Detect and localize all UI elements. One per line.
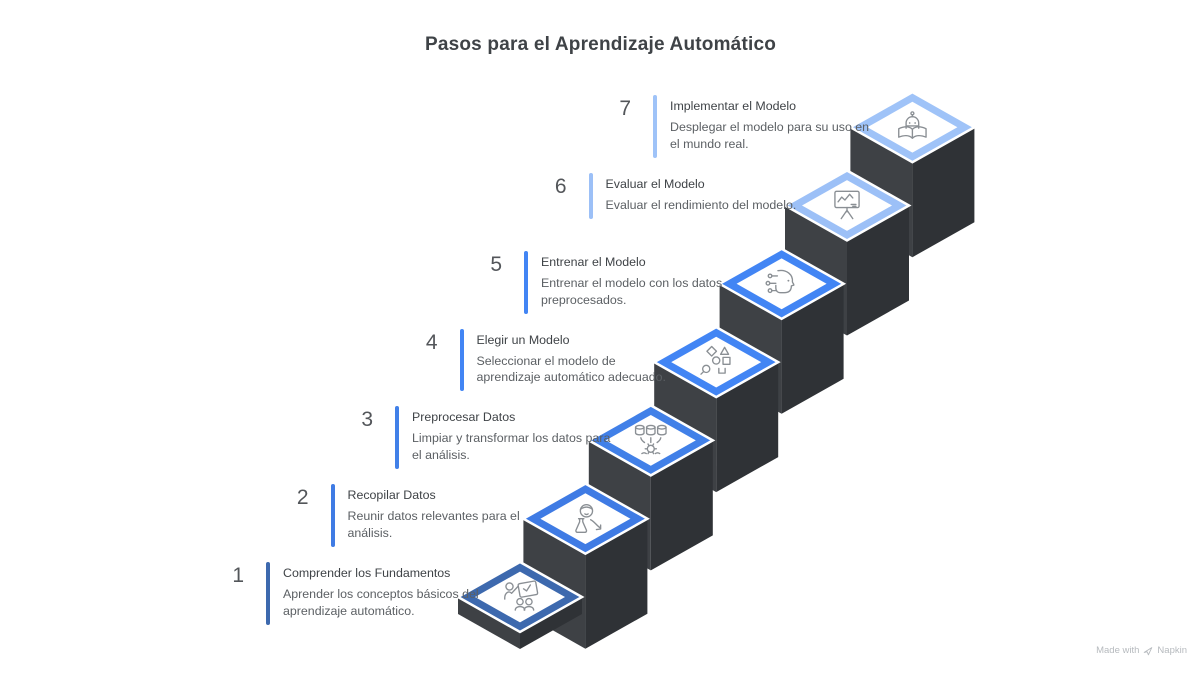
napkin-brand-label: Napkin	[1157, 645, 1187, 656]
step-description: Evaluar el rendimiento del modelo.	[605, 198, 797, 212]
step-tile-face	[867, 101, 958, 153]
step-block-6	[782, 169, 912, 336]
step-title: Preprocesar Datos	[412, 410, 516, 425]
step-accent-bar	[524, 250, 528, 314]
step-description: Reunir datos relevantes para el análisis…	[347, 509, 520, 541]
step-number: 4	[425, 330, 438, 354]
step-block-right-face	[520, 597, 582, 649]
step-block-right-face	[716, 362, 779, 493]
step-accent-bar	[330, 484, 335, 547]
step-block-right-face	[781, 283, 844, 414]
chart-board-icon	[834, 190, 860, 220]
robot-book-icon	[898, 111, 927, 139]
step-tile-face	[736, 258, 827, 310]
researcher-flask-icon	[575, 504, 602, 534]
step-title: Evaluar el Modelo	[605, 177, 705, 191]
step-number: 2	[296, 486, 309, 510]
step-block-right-face	[912, 127, 975, 258]
step-title: Elegir un Modelo	[476, 332, 570, 347]
step-description: Entrenar el modelo con los datos preproc…	[541, 275, 723, 307]
step-accent-bar	[395, 406, 399, 470]
step-accent-bar	[459, 328, 464, 392]
step-accent-bar	[653, 95, 657, 158]
step-description: Seleccionar el modelo de aprendizaje aut…	[476, 353, 666, 385]
step-block-1	[455, 560, 585, 649]
model-shapes-icon	[700, 345, 731, 375]
step-description: Aprender los conceptos básicos del apren…	[283, 587, 479, 618]
step-number: 1	[232, 564, 244, 587]
data-preprocessing-icon	[634, 424, 667, 455]
step-description: Desplegar el modelo para su uso en el mu…	[670, 120, 870, 152]
step-accent-bar	[588, 173, 593, 219]
step-block-right-face	[847, 205, 909, 336]
diagram-title: Pasos para el Aprendizaje Automático	[424, 34, 777, 55]
step-number: 7	[619, 97, 631, 121]
step-title: Comprender los Fundamentos	[283, 566, 451, 580]
ai-head-icon	[765, 269, 795, 294]
step-number: 6	[554, 175, 567, 198]
step-block-right-face	[650, 440, 713, 571]
step-block-left-face	[458, 597, 520, 649]
napkin-logo-icon	[1144, 646, 1153, 655]
step-number: 3	[361, 408, 373, 432]
step-accent-bar	[266, 562, 270, 625]
step-title: Implementar el Modelo	[670, 99, 797, 114]
step-title: Recopilar Datos	[347, 488, 436, 503]
step-block-right-face	[585, 518, 648, 649]
step-tile-face	[802, 180, 892, 231]
made-with-label: Made with	[1096, 645, 1140, 656]
step-block-4	[651, 325, 781, 493]
teach-fundamentals-icon	[504, 580, 539, 611]
step-tile-face	[540, 493, 631, 545]
made-with-napkin: Made with Napkin	[1096, 645, 1187, 656]
step-number: 5	[490, 252, 502, 276]
step-description: Limpiar y transformar los datos para el …	[412, 431, 611, 463]
step-title: Entrenar el Modelo	[541, 254, 646, 269]
step-tile-face	[671, 336, 762, 388]
